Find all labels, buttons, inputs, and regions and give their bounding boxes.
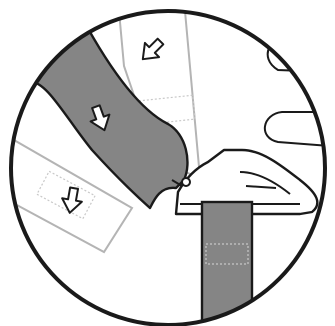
buckle-tongue-icon [182,178,190,186]
lower-dark-strap [202,202,252,326]
